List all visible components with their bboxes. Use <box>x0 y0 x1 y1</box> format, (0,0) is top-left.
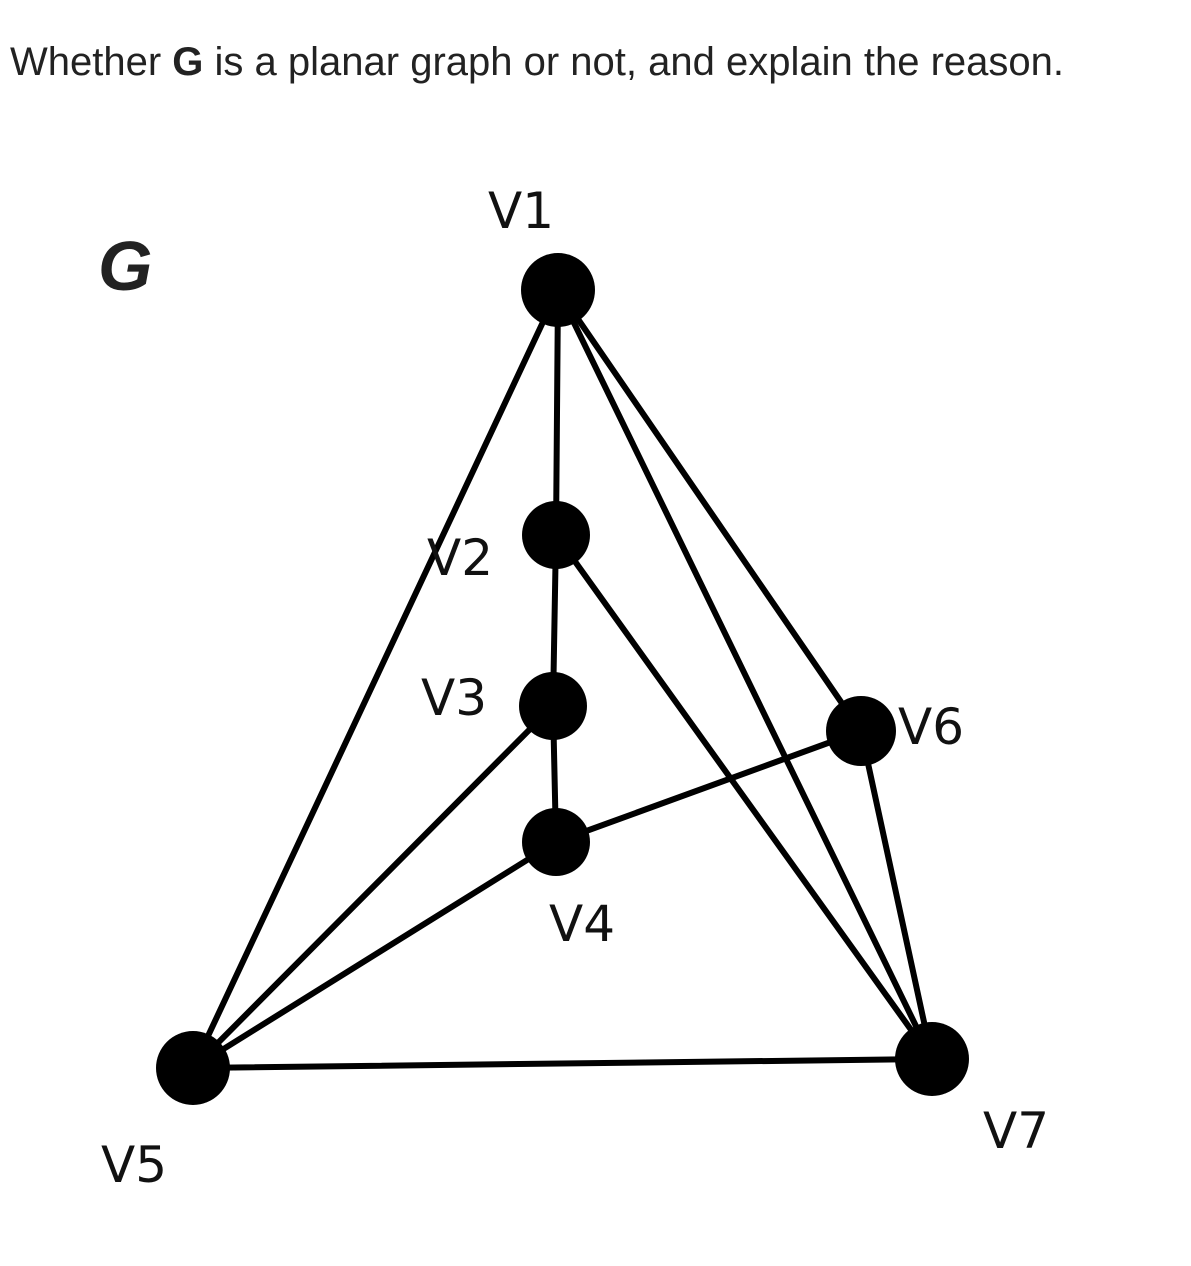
vertex-v3 <box>519 672 587 740</box>
vertex-v4 <box>522 808 590 876</box>
edge-v4-v5 <box>190 839 559 1071</box>
vertex-label-v6: V6 <box>898 698 964 756</box>
vertex-label-v3: V3 <box>421 669 487 727</box>
vertex-v2 <box>522 501 590 569</box>
edge-v1-v6 <box>555 287 864 734</box>
vertex-v6 <box>826 696 896 766</box>
graph-name-label: G <box>98 227 152 305</box>
vertex-group <box>156 253 969 1105</box>
vertex-label-v1: V1 <box>488 182 554 240</box>
question-text: Whether G is a planar graph or not, and … <box>10 34 1064 90</box>
vertex-label-v4: V4 <box>549 895 615 953</box>
edge-v5-v7 <box>190 1056 935 1071</box>
edge-v6-v7 <box>858 728 935 1062</box>
vertex-v7 <box>895 1022 969 1096</box>
edge-v3-v5 <box>190 703 556 1071</box>
vertex-label-v5: V5 <box>101 1136 167 1194</box>
question-prefix: Whether <box>10 40 173 84</box>
edge-v2-v7 <box>553 532 935 1062</box>
edge-v1-v2 <box>553 287 561 538</box>
vertex-v5 <box>156 1031 230 1105</box>
edge-v1-v5 <box>190 287 561 1071</box>
vertex-label-v2: V2 <box>427 529 493 587</box>
question-graph-name: G <box>172 40 204 84</box>
edge-v4-v6 <box>553 728 864 845</box>
vertex-v1 <box>521 253 595 327</box>
edge-v1-v7 <box>555 287 935 1062</box>
question-suffix: is a planar graph or not, and explain th… <box>203 40 1064 84</box>
vertex-label-v7: V7 <box>983 1102 1049 1160</box>
